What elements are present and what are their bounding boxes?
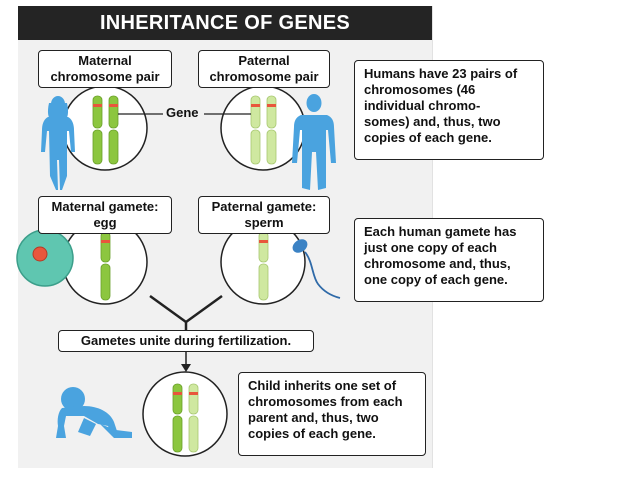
note-child-line: parent and, thus, two: [248, 410, 379, 425]
note-gamete-line: just one copy of each: [364, 240, 497, 255]
note-gamete-line: one copy of each gene.: [364, 272, 508, 287]
note-gamete-line: Each human gamete has: [364, 224, 517, 239]
sperm-cell-icon: [292, 239, 341, 299]
fertilization-label: Gametes unite during fertilization.: [58, 330, 314, 352]
maternal-pair-label-line1: Maternal: [78, 53, 132, 68]
paternal-gamete-label: Paternal gamete: sperm: [198, 196, 330, 234]
maternal-pair-circle: [62, 85, 148, 171]
baby-figure-icon: [56, 387, 132, 438]
paternal-pair-label-line2: chromosome pair: [209, 69, 319, 84]
note-child-line: copies of each gene.: [248, 426, 376, 441]
diagram-title: INHERITANCE OF GENES: [18, 6, 432, 40]
woman-figure-icon: [41, 96, 75, 190]
down-arrow-icon: [181, 364, 191, 372]
note-pairs-line: individual chromo-: [364, 98, 481, 113]
paternal-gamete-label-line2: sperm: [244, 215, 284, 230]
child-pair-circle: [142, 371, 228, 457]
maternal-chromosome-pair: [92, 95, 119, 165]
paternal-pair-label: Paternal chromosome pair: [198, 50, 330, 88]
maternal-gamete-label-line1: Maternal gamete:: [51, 199, 159, 214]
fertilization-lines: [149, 294, 223, 330]
maternal-gamete-label: Maternal gamete: egg: [38, 196, 172, 234]
note-child-line: Child inherits one set of: [248, 378, 397, 393]
note-child-line: chromosomes from each: [248, 394, 403, 409]
note-pairs: Humans have 23 pairs of chromosomes (46 …: [354, 60, 544, 160]
note-pairs-line: chromosomes (46: [364, 82, 476, 97]
note-pairs-line: copies of each gene.: [364, 130, 492, 145]
gene-label: Gene: [166, 105, 199, 120]
egg-cell-icon: [16, 229, 74, 287]
note-pairs-line: Humans have 23 pairs of: [364, 66, 518, 81]
note-child: Child inherits one set of chromosomes fr…: [238, 372, 426, 456]
maternal-gamete-chromosome: [100, 231, 111, 301]
man-figure-icon: [292, 94, 336, 190]
paternal-chromosome-pair: [250, 95, 277, 165]
note-gamete-line: chromosome and, thus,: [364, 256, 511, 271]
maternal-pair-label-line2: chromosome pair: [50, 69, 160, 84]
child-chromosome-pair: [172, 383, 199, 453]
maternal-gamete-label-line2: egg: [93, 215, 117, 230]
paternal-gamete-label-line1: Paternal gamete:: [211, 199, 317, 214]
paternal-pair-label-line1: Paternal: [238, 53, 290, 68]
paternal-gamete-chromosome: [258, 231, 269, 301]
maternal-pair-label: Maternal chromosome pair: [38, 50, 172, 88]
note-pairs-line: somes) and, thus, two: [364, 114, 501, 129]
note-gamete: Each human gamete has just one copy of e…: [354, 218, 544, 302]
